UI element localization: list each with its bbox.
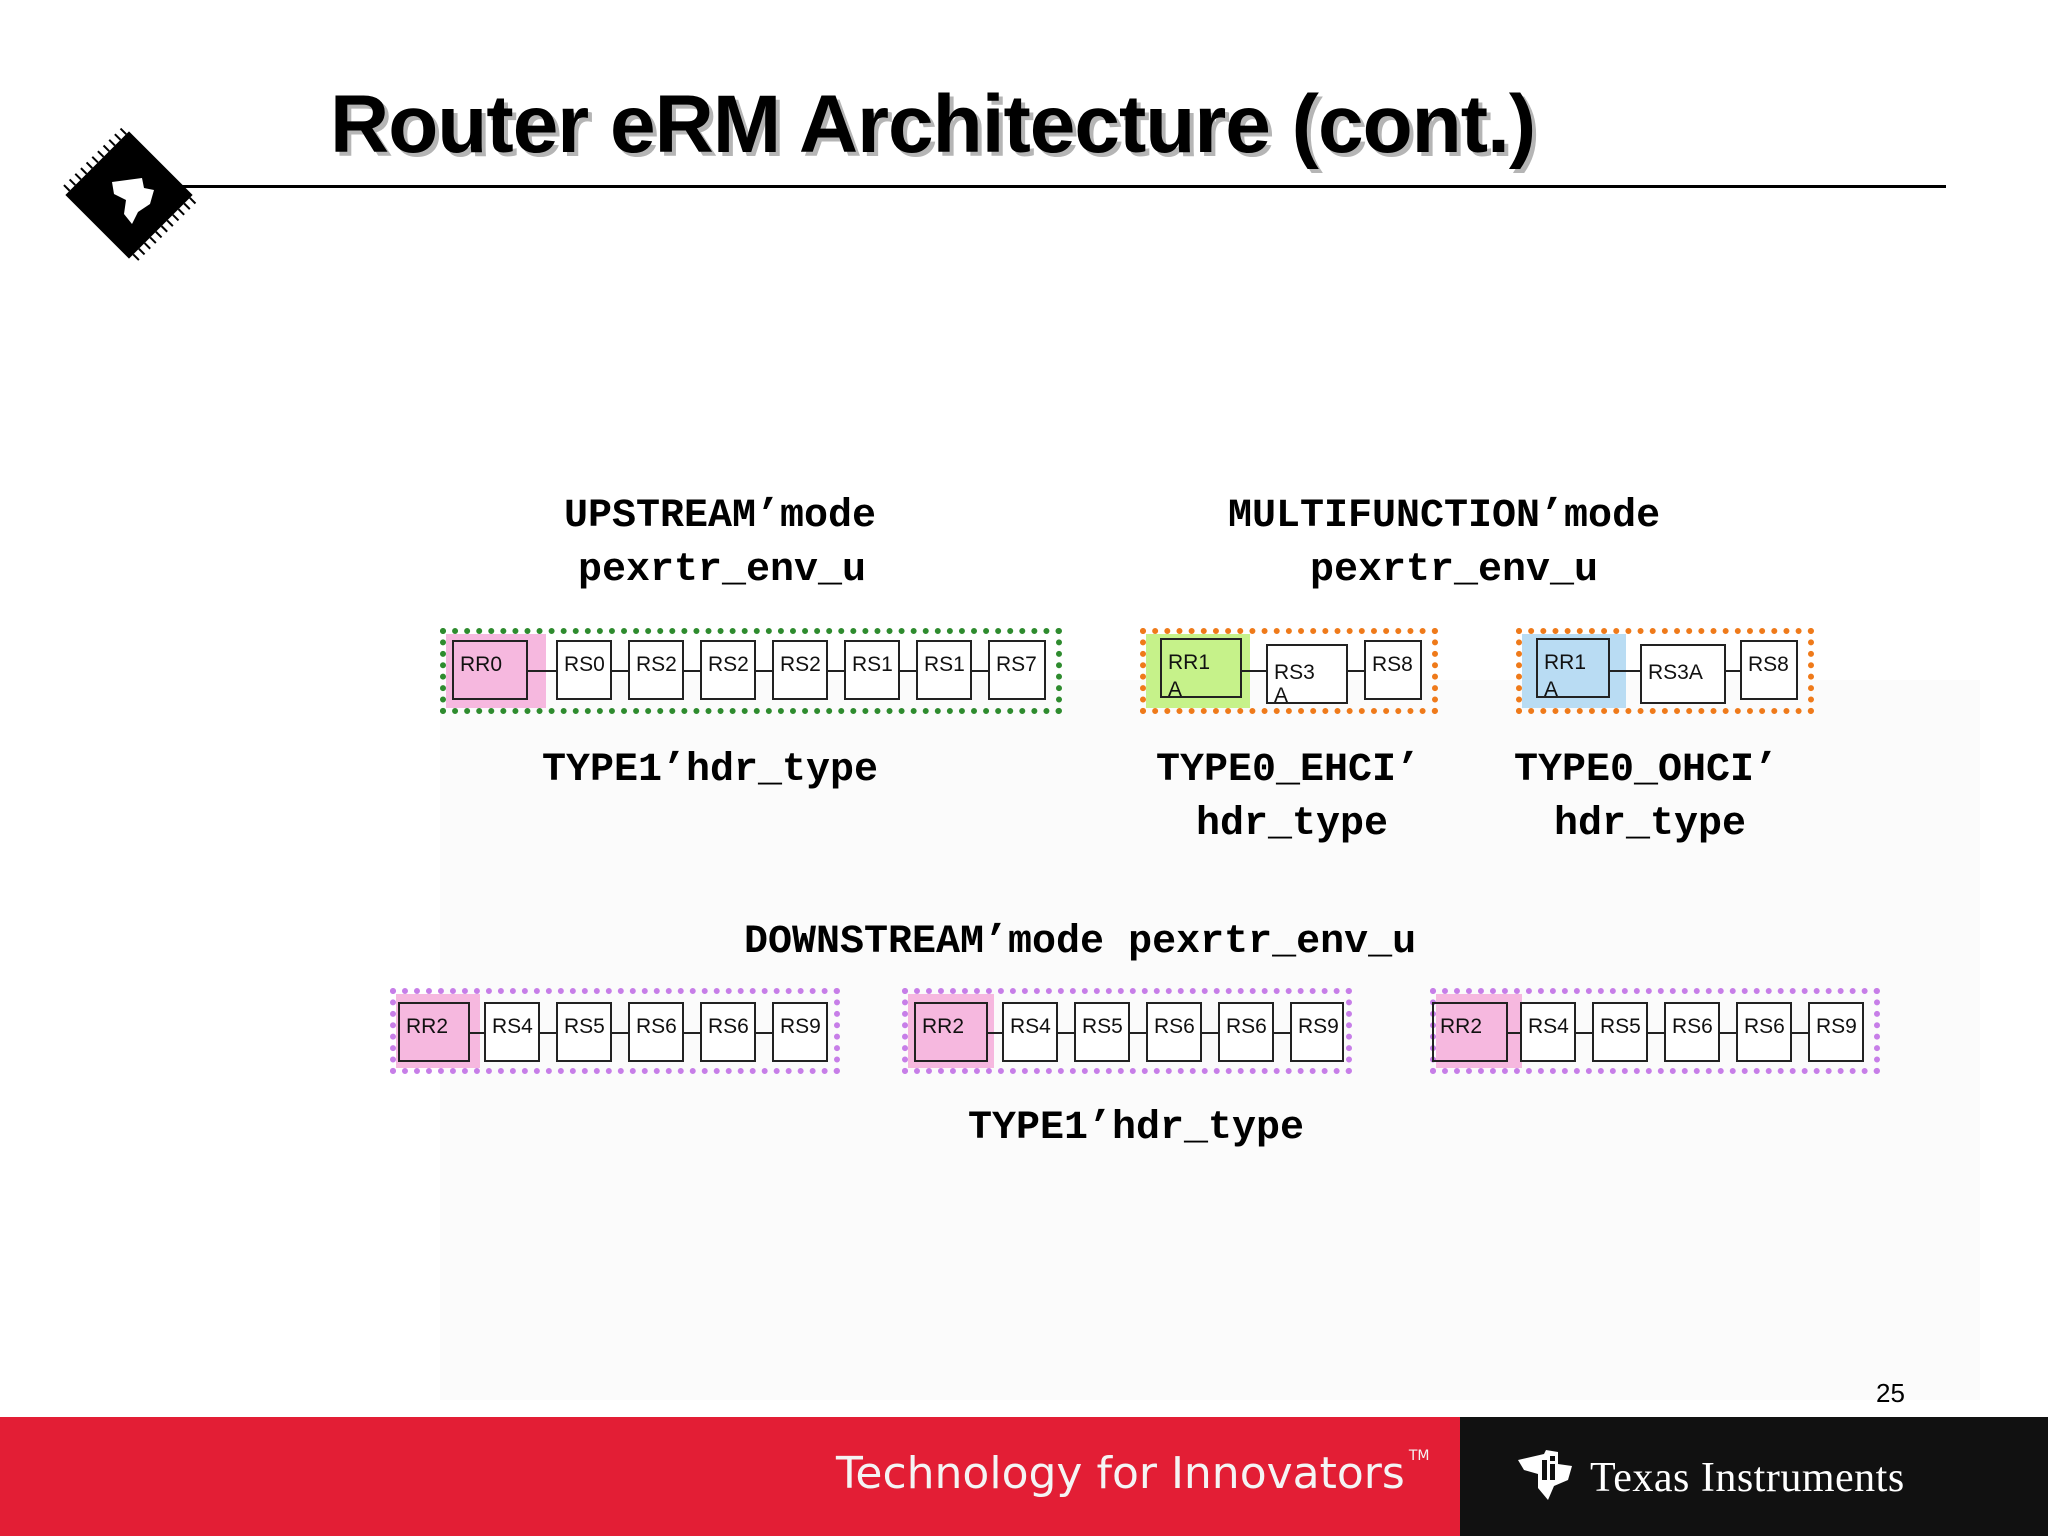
connector (684, 670, 700, 672)
tagline-text: Technology for Innovators (836, 1448, 1405, 1499)
register-rr2: RR2 (914, 1002, 988, 1062)
register-rs2: RS2 (700, 640, 756, 700)
register-rs6: RS6 (1218, 1002, 1274, 1062)
connector (1130, 1032, 1146, 1034)
root-highlight (1146, 634, 1250, 708)
register-rs1: RS1 (844, 640, 900, 700)
footer-red-bar (0, 1417, 1460, 1536)
downstream-mode-label: DOWNSTREAM’mode pexrtr_env_u (744, 920, 1417, 965)
register-name: RR1 (1168, 651, 1211, 674)
connector (540, 1032, 556, 1034)
register-suffix: A (1168, 678, 1183, 701)
connector (1058, 1032, 1074, 1034)
ehci-hdr-type-label: hdr_type (1196, 802, 1389, 847)
ohci-hdr-type-label: hdr_type (1554, 802, 1747, 847)
register-suffix: A (1274, 684, 1289, 707)
register-rs2: RS2 (772, 640, 828, 700)
connector (1720, 1032, 1736, 1034)
register-rs6: RS6 (628, 1002, 684, 1062)
ti-bug-logo-icon (1514, 1446, 1578, 1504)
connector (1648, 1032, 1664, 1034)
register-rs5: RS5 (1074, 1002, 1130, 1062)
trademark-mark: TM (1408, 1448, 1430, 1464)
register-rr0: RR0 (452, 640, 528, 700)
upstream-type-label: TYPE1’hdr_type (542, 748, 879, 793)
register-rs4: RS4 (1520, 1002, 1576, 1062)
root-highlight (908, 994, 994, 1068)
connector (988, 1032, 1002, 1034)
root-highlight (396, 994, 480, 1068)
register-suffix: A (1544, 678, 1559, 701)
company-name: Texas Instruments (1590, 1455, 1905, 1501)
ohci-type-label: TYPE0_OHCI’ (1514, 748, 1779, 793)
register-rs4: RS4 (1002, 1002, 1058, 1062)
connector (1508, 1032, 1528, 1034)
register-rs3a: RS3A (1640, 644, 1726, 704)
connector (612, 670, 628, 672)
register-rs8: RS8 (1364, 640, 1422, 700)
ti-chip-logo-icon (54, 120, 204, 270)
register-rs6: RS6 (1664, 1002, 1720, 1062)
register-rr2: RR2 (398, 1002, 470, 1062)
connector (1348, 670, 1364, 672)
connector (1242, 670, 1266, 672)
connector (756, 670, 772, 672)
connector (1576, 1032, 1592, 1034)
register-rs5: RS5 (1592, 1002, 1648, 1062)
upstream-mode-label: UPSTREAM’mode (564, 494, 877, 539)
connector (972, 670, 988, 672)
connector (756, 1032, 772, 1034)
register-name: RR1 (1544, 651, 1587, 674)
diagram-background (440, 680, 1980, 1400)
register-rs9: RS9 (772, 1002, 828, 1062)
register-rs5: RS5 (556, 1002, 612, 1062)
register-rs6: RS6 (1146, 1002, 1202, 1062)
downstream-register-group-1 (390, 988, 840, 1074)
connector (1792, 1032, 1808, 1034)
connector (470, 1032, 484, 1034)
multifunction-mode-label: MULTIFUNCTION’mode (1228, 494, 1661, 539)
connector (1202, 1032, 1218, 1034)
upstream-env-label: pexrtr_env_u (578, 548, 867, 593)
register-rs3a: RS3 A (1266, 644, 1348, 707)
register-rs4: RS4 (484, 1002, 540, 1062)
multifunction-env-label: pexrtr_env_u (1310, 548, 1599, 593)
downstream-type-label: TYPE1’hdr_type (968, 1106, 1305, 1151)
register-rs9: RS9 (1290, 1002, 1344, 1062)
register-rr1a: RR1 A (1160, 638, 1242, 701)
connector (528, 670, 556, 672)
register-rr1a: RR1 A (1536, 638, 1610, 701)
connector (612, 1032, 628, 1034)
connector (900, 670, 916, 672)
slide-title: Router eRM Architecture (cont.) (330, 79, 1536, 170)
register-rr2: RR2 (1432, 1002, 1508, 1062)
register-rs9: RS9 (1808, 1002, 1864, 1062)
register-rs2: RS2 (628, 640, 684, 700)
connector (684, 1032, 700, 1034)
register-rs7: RS7 (988, 640, 1046, 700)
register-rs0: RS0 (556, 640, 612, 700)
connector (1274, 1032, 1290, 1034)
connector (1726, 670, 1740, 672)
register-rs8: RS8 (1740, 640, 1798, 700)
register-name: RS3 (1274, 661, 1315, 684)
register-rs6: RS6 (700, 1002, 756, 1062)
connector (1610, 670, 1640, 672)
register-rs1: RS1 (916, 640, 972, 700)
page-number: 25 (1876, 1378, 1905, 1408)
ehci-type-label: TYPE0_EHCI’ (1156, 748, 1421, 793)
title-divider (170, 185, 1946, 188)
register-rs6: RS6 (1736, 1002, 1792, 1062)
downstream-register-group-2 (902, 988, 1352, 1074)
ehci-register-group (1140, 628, 1438, 714)
connector (828, 670, 844, 672)
